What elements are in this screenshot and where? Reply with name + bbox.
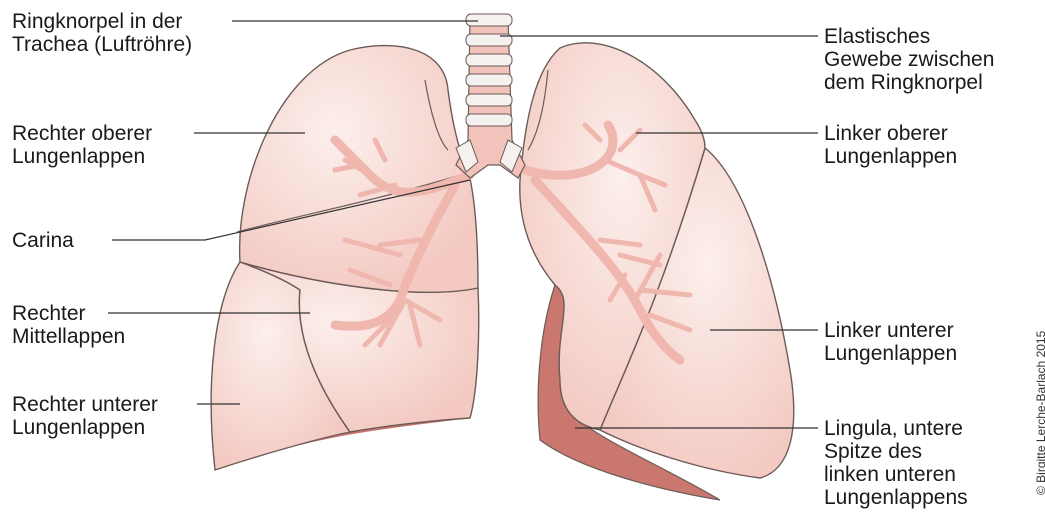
- trachea: [456, 14, 525, 178]
- left-lung: [520, 43, 794, 500]
- label-carina: Carina: [12, 229, 74, 252]
- right-lung: [211, 46, 479, 470]
- copyright-credit: © Birgitte Lerche-Barlach 2015: [1034, 331, 1045, 495]
